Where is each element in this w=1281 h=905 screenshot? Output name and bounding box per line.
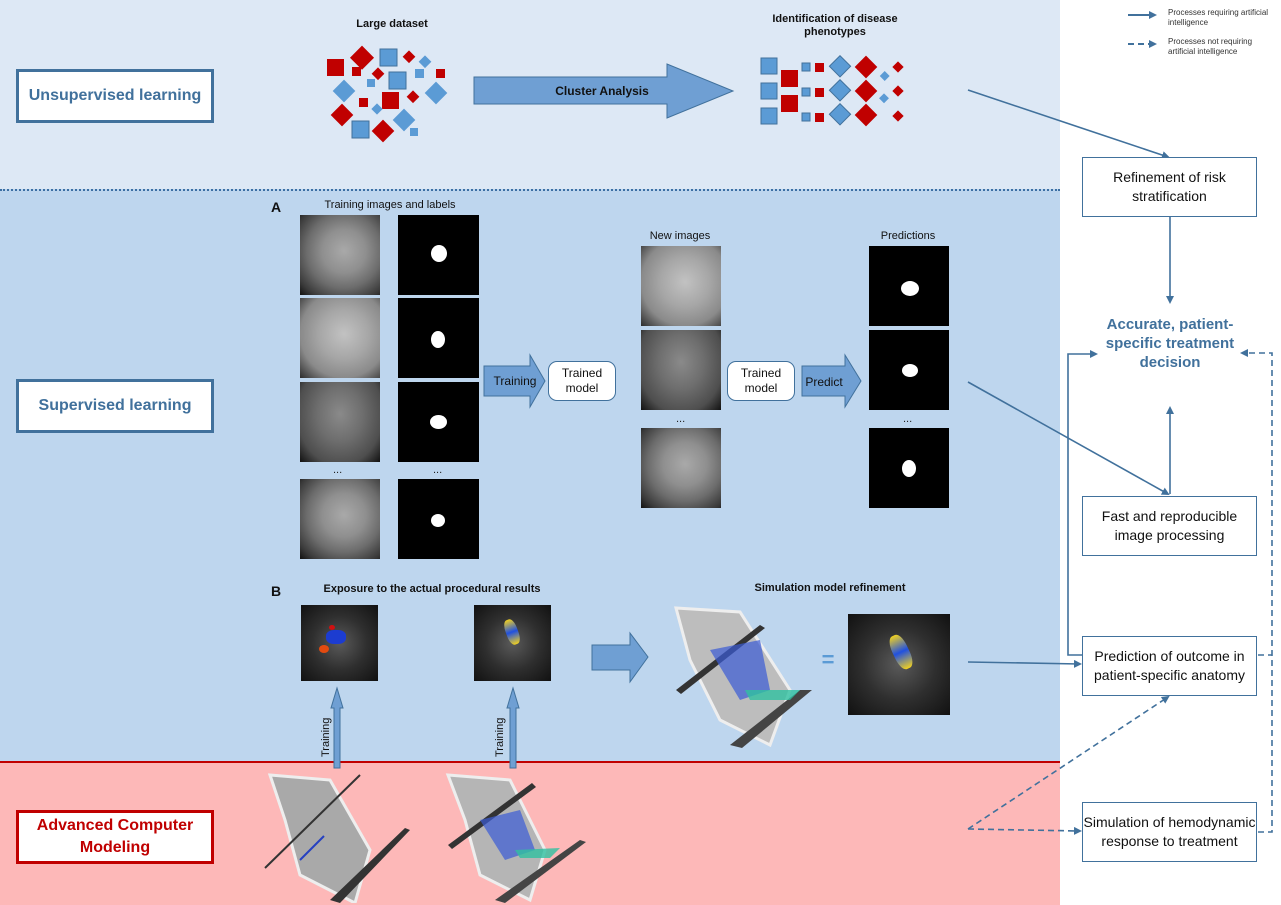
training-label-vertical-2: Training	[494, 717, 506, 757]
training-label-mask-2	[398, 298, 479, 378]
simulation-refinement-arrow	[591, 631, 649, 684]
dashed-simulation-to-goal	[1240, 349, 1273, 833]
predict-arrow-label: Predict	[805, 375, 843, 389]
large-dataset-title: Large dataset	[356, 18, 428, 30]
training-ct-image-1	[300, 215, 380, 295]
training-ct-image-4	[300, 479, 380, 559]
exposure-title: Exposure to the actual procedural result…	[323, 583, 541, 595]
training-images-ellipsis: ...	[333, 464, 343, 476]
training-label-mask-4	[398, 479, 479, 559]
new-ct-image-3	[641, 428, 721, 508]
simulation-refinement-title: Simulation model refinement	[754, 582, 906, 594]
echo-doppler-image-2	[474, 605, 551, 681]
new-ct-image-2	[641, 330, 721, 410]
predictions-ellipsis: ...	[903, 413, 913, 425]
training-label-mask-1	[398, 215, 479, 295]
training-up-arrow-1	[330, 686, 344, 769]
predict-arrow	[801, 353, 862, 409]
valve-model-right	[445, 773, 586, 903]
risk-stratification-box: Refinement of risk stratification	[1082, 157, 1257, 217]
training-labels-ellipsis: ...	[433, 464, 443, 476]
phenotype-shapes	[760, 54, 904, 127]
panel-b-letter: B	[271, 583, 282, 599]
cluster-analysis-label: Cluster Analysis	[555, 84, 649, 98]
equals-sign: =	[821, 647, 835, 672]
trained-model-box-2: Trained model	[727, 361, 795, 401]
phenotypes-title: Identification of disease phenotypes	[772, 13, 898, 38]
training-up-arrow-2	[506, 686, 520, 769]
prediction-mask-3	[869, 428, 949, 508]
new-ct-image-1	[641, 246, 721, 326]
training-label-vertical-1: Training	[320, 717, 332, 757]
legend-non-ai-label: Processes not requiring artificial intel…	[1168, 37, 1253, 56]
section-supervised-learning: Supervised learning	[16, 379, 214, 433]
panel-a-letter: A	[271, 199, 282, 215]
legend-ai-label: Processes requiring artificial intellige…	[1168, 8, 1269, 27]
prediction-mask-2	[869, 330, 949, 410]
simulation-hemodynamic-box: Simulation of hemodynamic response to tr…	[1082, 802, 1257, 862]
arrow-unsup-to-risk	[967, 89, 1170, 159]
training-ct-image-3	[300, 382, 380, 462]
image-processing-box: Fast and reproducible image processing	[1082, 496, 1257, 556]
treatment-decision-goal: Accurate, patient-specific treatment dec…	[1105, 316, 1235, 371]
dashed-adv-to-simulation	[967, 826, 1082, 835]
new-images-title: New images	[649, 230, 711, 242]
prediction-outcome-box: Prediction of outcome in patient-specifi…	[1082, 636, 1257, 696]
echo-doppler-image-1	[301, 605, 378, 681]
section-unsupervised-learning: Unsupervised learning	[16, 69, 214, 123]
new-images-ellipsis: ...	[676, 413, 686, 425]
valve-model-left	[264, 773, 410, 903]
predictions-title: Predictions	[880, 230, 936, 242]
arrow-prediction-to-goal	[1067, 350, 1098, 656]
training-images-title: Training images and labels	[324, 199, 456, 211]
echo-doppler-image-3	[848, 614, 950, 715]
trained-model-box-1: Trained model	[548, 361, 616, 401]
training-ct-image-2	[300, 298, 380, 378]
arrow-panelb-to-prediction	[967, 659, 1082, 668]
training-label-mask-3	[398, 382, 479, 462]
valve-model-center	[674, 606, 812, 748]
section-advanced-computer-modeling: Advanced Computer Modeling	[16, 810, 214, 864]
training-arrow	[483, 353, 546, 409]
training-arrow-label: Training	[493, 374, 537, 388]
cluster-analysis-arrow	[473, 63, 735, 119]
prediction-mask-1	[869, 246, 949, 326]
large-dataset-shapes	[327, 45, 448, 143]
